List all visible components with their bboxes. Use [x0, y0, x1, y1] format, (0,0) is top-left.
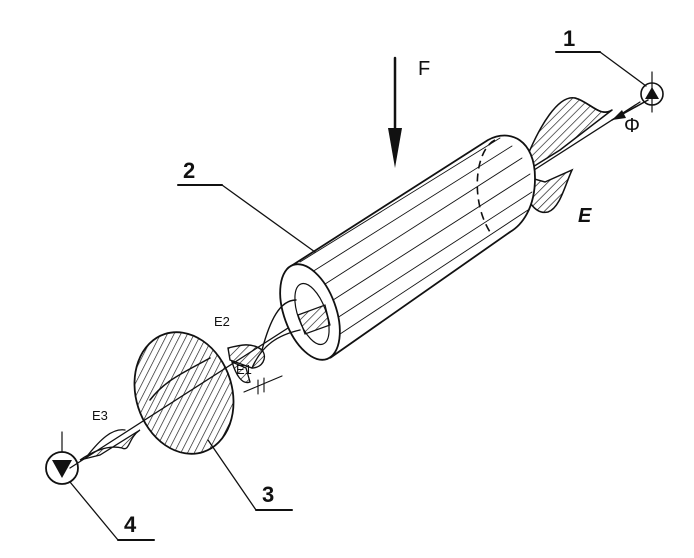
force-arrow: [388, 56, 402, 168]
receiver-4-icon: [45, 431, 79, 485]
field-e2-label: E2: [214, 314, 230, 329]
part-3-label: 3: [262, 482, 274, 507]
part-1-label: 1: [563, 26, 575, 51]
leader-4: [69, 481, 119, 541]
force-label: F: [418, 58, 430, 80]
field-e-label: E: [578, 205, 592, 227]
leader-2: [221, 184, 316, 253]
wave-e-left: [79, 429, 141, 461]
leader-1: [599, 51, 647, 87]
cylinder-body: [279, 134, 536, 361]
dimension-mark: [243, 375, 283, 395]
flux-arrow: [611, 99, 649, 121]
leader-3: [207, 439, 257, 511]
field-e3-label: E3: [92, 408, 108, 423]
source-1-icon: [640, 71, 664, 113]
part-4-label: 4: [124, 512, 137, 537]
field-e1-label: E1: [236, 362, 252, 377]
wave-e-middle: [227, 299, 301, 384]
flux-label: Φ: [624, 115, 640, 137]
part-2-label: 2: [183, 158, 195, 183]
disc-element: [133, 331, 235, 455]
